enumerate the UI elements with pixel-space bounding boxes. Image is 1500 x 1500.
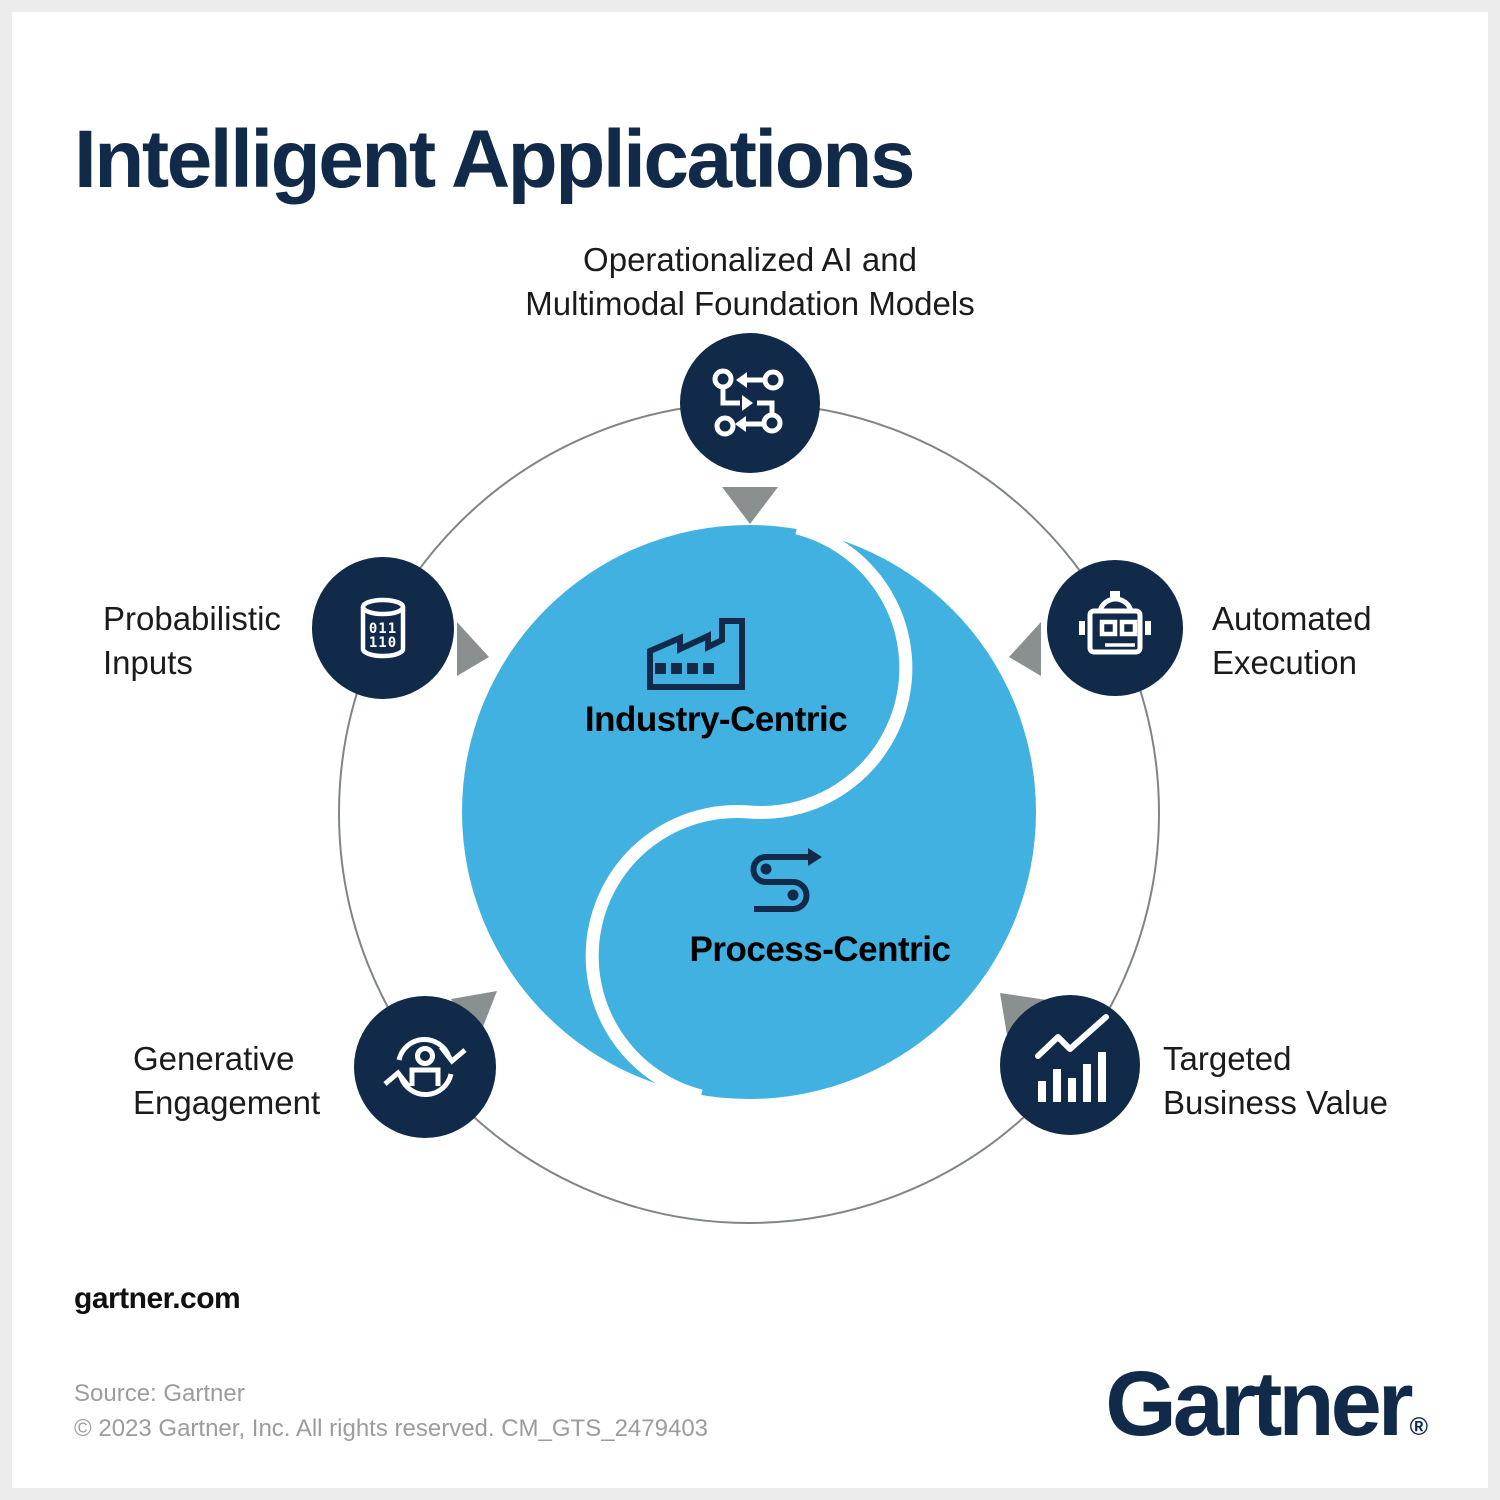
label-line: Business Value (1163, 1083, 1389, 1121)
gartner-logo: Gartner® (1105, 1352, 1428, 1457)
robot-icon (1079, 591, 1151, 655)
gartner-website-link[interactable]: gartner.com (74, 1282, 241, 1315)
copyright-line: © 2023 Gartner, Inc. All rights reserved… (74, 1414, 709, 1442)
source-attribution: Source: Gartner © 2023 Gartner, Inc. All… (74, 1377, 708, 1447)
factory-icon (647, 618, 745, 690)
process-flow-icon (750, 848, 822, 912)
node-label-automated-execution: Automated Execution (1212, 597, 1372, 684)
node-targeted-business-value (1000, 995, 1140, 1135)
node-generative-engagement (354, 996, 496, 1138)
label-line: Execution (1212, 643, 1357, 681)
node-label-targeted-business-value: Targeted Business Value (1163, 1037, 1388, 1124)
node-probabilistic-inputs: 011 110 (312, 557, 454, 699)
node-label-operationalized-ai: Operationalized AI and Multimodal Founda… (375, 238, 1125, 325)
node-automated-execution (1047, 560, 1183, 696)
yin-yang-divider (585, 521, 913, 1103)
gartner-logo-text: Gartner (1105, 1353, 1413, 1455)
label-line: Generative (133, 1040, 295, 1077)
inward-arrow-top (722, 487, 778, 524)
label-line: Multimodal Foundation Models (525, 284, 975, 322)
label-line: Targeted (1163, 1040, 1292, 1077)
node-label-generative-engagement: Generative Engagement (133, 1037, 320, 1124)
page-title: Intelligent Applications (74, 113, 916, 205)
label-line: Engagement (133, 1083, 321, 1121)
inward-arrow-right (1009, 622, 1041, 676)
inward-arrow-left (457, 622, 489, 676)
label-line: Inputs (103, 643, 193, 681)
data-cylinder-icon: 011 110 (360, 597, 406, 659)
label-line: Operationalized AI and (583, 241, 917, 278)
process-centric-label: Process-Centric (689, 930, 951, 969)
label-line: Probabilistic (103, 600, 281, 637)
person-sync-icon (383, 1037, 467, 1097)
industry-centric-label: Industry-Centric (584, 700, 848, 739)
registered-trademark-mark: ® (1409, 1413, 1428, 1441)
source-line: Source: Gartner (74, 1380, 245, 1407)
label-line: Automated (1212, 600, 1372, 637)
node-label-probabilistic-inputs: Probabilistic Inputs (103, 597, 281, 684)
decision-routing-icon (712, 368, 784, 437)
node-operationalized-ai (680, 333, 820, 473)
svg-text:110: 110 (369, 635, 397, 651)
bar-chart-growth-icon (1035, 1014, 1109, 1102)
svg-text:011: 011 (369, 621, 397, 637)
